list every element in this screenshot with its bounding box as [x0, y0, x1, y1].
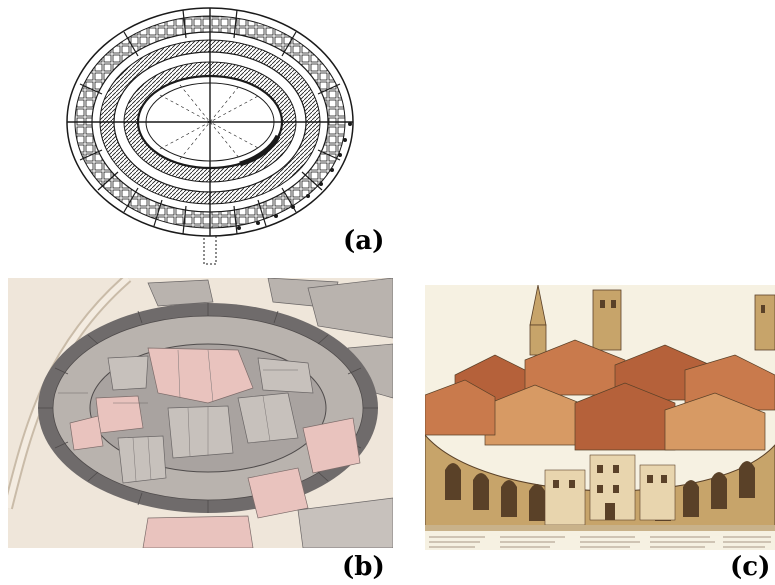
panel-a-floor-plan [40, 0, 370, 265]
panel-a-label: (a) [343, 226, 385, 256]
amphitheatre-plan-drawing [66, 7, 354, 265]
panel-b-cadastral-map [8, 278, 393, 548]
panel-b-label: (b) [342, 552, 385, 582]
cadastral-map-drawing [8, 278, 393, 548]
panel-c-label: (c) [730, 552, 771, 582]
engraving-drawing [425, 285, 775, 550]
panel-c-engraving [425, 285, 775, 550]
